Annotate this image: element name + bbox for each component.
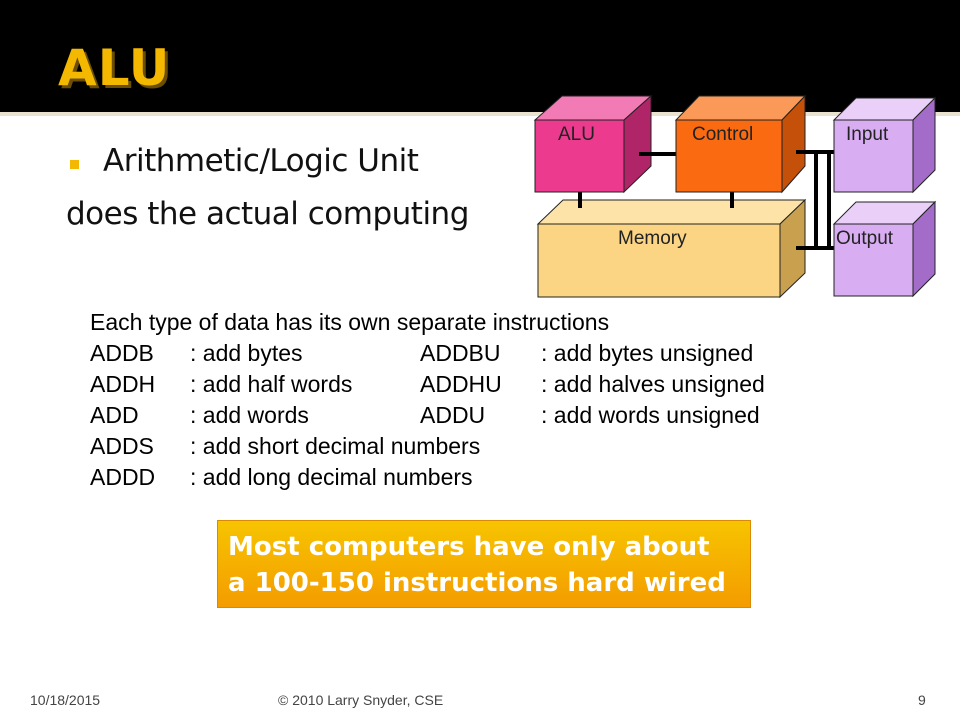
output-box bbox=[832, 200, 937, 298]
opcode: ADDS bbox=[90, 433, 154, 459]
opcode-desc: : add long decimal numbers bbox=[190, 464, 473, 490]
instruction-heading: Each type of data has its own separate i… bbox=[90, 309, 610, 335]
computer-diagram: ALU Control Input Memory Output bbox=[500, 90, 960, 310]
callout-box: Most computers have only about a 100-150… bbox=[217, 520, 751, 608]
opcode: ADDBU bbox=[420, 340, 501, 366]
opcode: ADDD bbox=[90, 464, 156, 490]
body-text: does the actual computing bbox=[66, 196, 469, 232]
opcode: ADDH bbox=[90, 371, 156, 397]
bullet-text: Arithmetic/Logic Unit bbox=[103, 143, 419, 179]
opcode: ADD bbox=[90, 402, 139, 428]
title-underline bbox=[0, 112, 960, 116]
callout-line-2: a 100-150 instructions hard wired bbox=[228, 568, 726, 598]
opcode-desc: : add words bbox=[190, 402, 309, 428]
opcode-desc: : add bytes bbox=[190, 340, 303, 366]
callout-text: Most computers have only about a 100-150… bbox=[228, 529, 726, 601]
io-bus bbox=[796, 150, 834, 250]
opcode-desc: : add halves unsigned bbox=[541, 371, 765, 397]
input-label: Input bbox=[846, 124, 889, 145]
control-box bbox=[674, 94, 807, 194]
page-number: 9 bbox=[918, 692, 926, 708]
callout-line-1: Most computers have only about bbox=[228, 532, 710, 562]
footer-date: 10/18/2015 bbox=[30, 692, 101, 708]
alu-label: ALU bbox=[558, 124, 595, 145]
opcode-desc: : add short decimal numbers bbox=[190, 433, 481, 459]
alu-box bbox=[533, 94, 653, 194]
opcode-desc: : add bytes unsigned bbox=[541, 340, 754, 366]
input-box bbox=[832, 96, 937, 194]
opcode: ADDB bbox=[90, 340, 154, 366]
slide-title: ALU bbox=[58, 39, 171, 97]
memory-box bbox=[536, 198, 807, 299]
bullet-square-icon bbox=[70, 160, 79, 169]
opcode: ADDHU bbox=[420, 371, 502, 397]
footer-copyright: © 2010 Larry Snyder, CSE bbox=[278, 692, 444, 708]
diagram-svg bbox=[533, 94, 937, 299]
memory-label: Memory bbox=[618, 228, 687, 249]
output-label: Output bbox=[836, 228, 894, 249]
title-bar bbox=[0, 0, 960, 112]
control-label: Control bbox=[692, 124, 754, 145]
opcode-desc: : add half words bbox=[190, 371, 353, 397]
opcode: ADDU bbox=[420, 402, 486, 428]
opcode-desc: : add words unsigned bbox=[541, 402, 760, 428]
